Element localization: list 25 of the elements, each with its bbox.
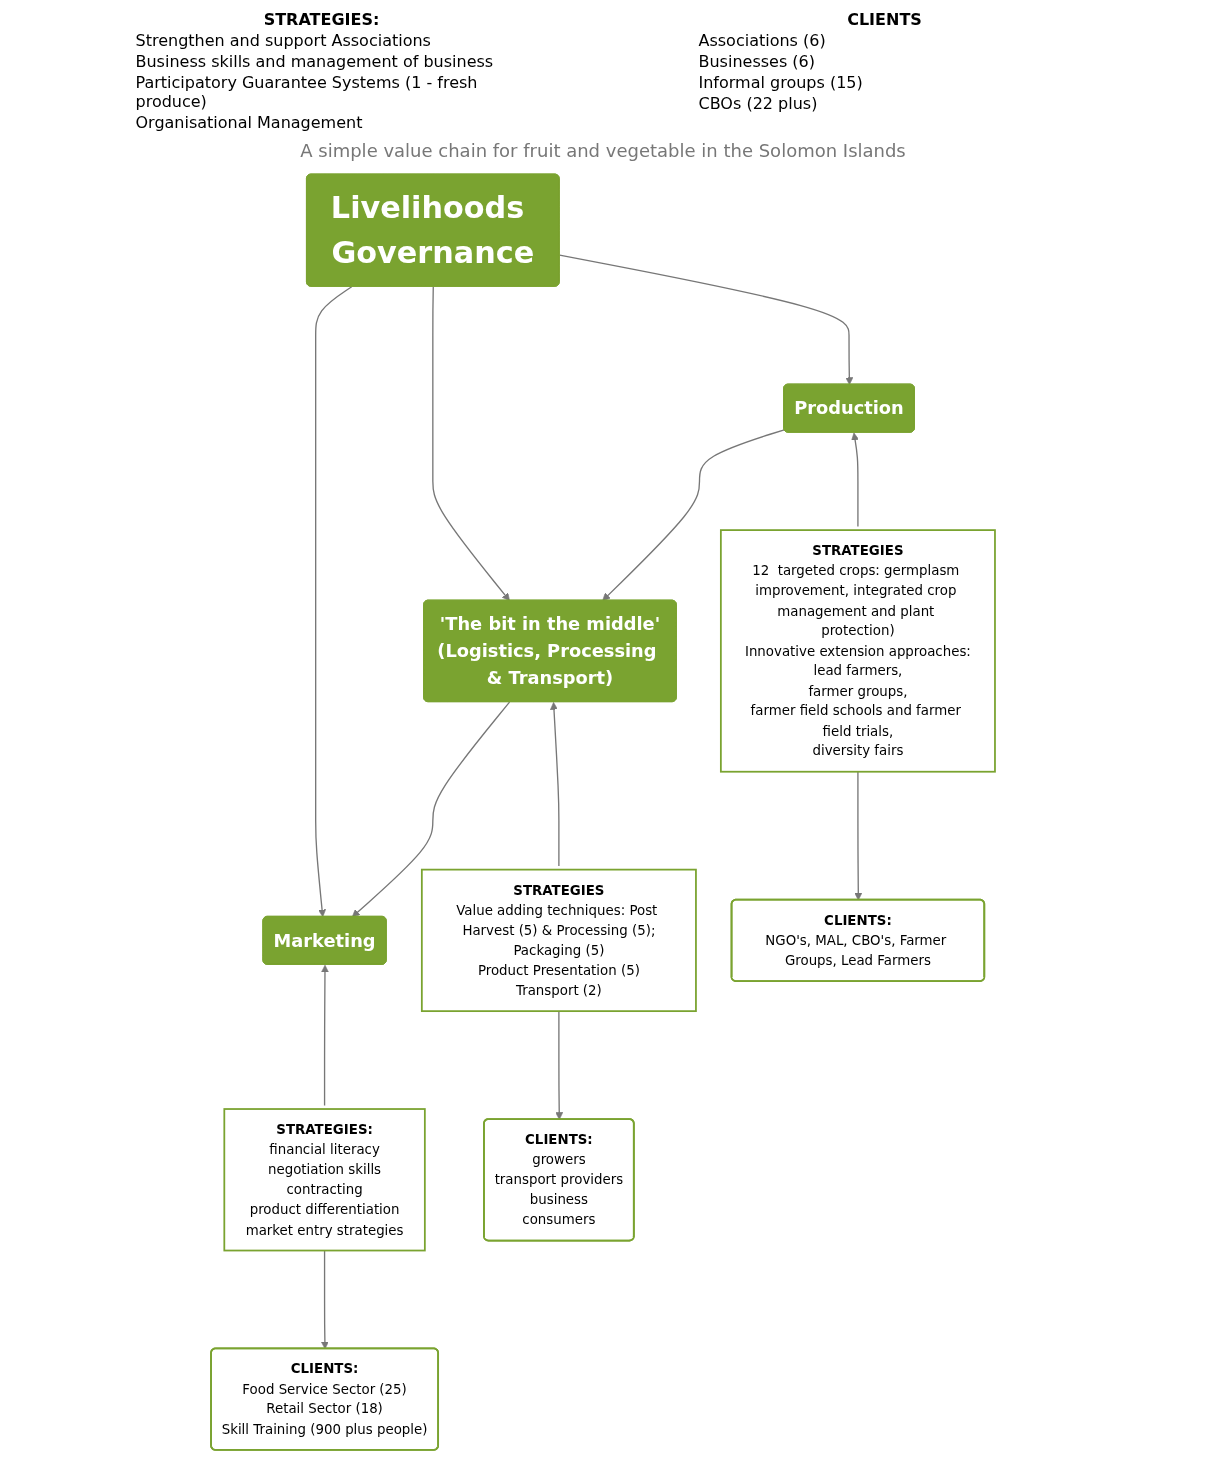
list-item: Associations (6) xyxy=(697,31,827,50)
arrow xyxy=(854,771,863,901)
arrow xyxy=(352,701,511,918)
list-item: Businesses (6) xyxy=(697,52,816,71)
list-item: Informal groups (15) xyxy=(697,73,864,92)
arrow xyxy=(602,429,785,601)
caption-text: A simple value chain for fruit and vegetable in the Solomon Islands xyxy=(300,140,906,161)
node-box: STRATEGIES: financial literacy negotiation skills contracting product differentiation market entry strategies xyxy=(223,1108,426,1252)
list-heading: CLIENTS xyxy=(846,10,923,29)
list-item: Organisational Management xyxy=(134,113,364,132)
list-item: Participatory Guarantee Systems (1 - fresh produce) xyxy=(134,73,479,111)
arrow xyxy=(550,702,560,867)
arrow xyxy=(851,432,859,528)
list-item: CBOs (22 plus) xyxy=(697,94,819,113)
arrow xyxy=(321,1249,329,1350)
arrow xyxy=(315,286,353,918)
list-item: Strengthen and support Associations xyxy=(134,31,432,50)
list-heading: STRATEGIES: xyxy=(262,10,381,29)
node-box: STRATEGIES Value adding techniques: Post Harvest (5) & Processing (5); Packaging (5) Product Presentation (5) Transport (2) xyxy=(420,868,697,1012)
arrow xyxy=(432,286,510,601)
node-box: STRATEGIES 12 targeted crops: germplasm improvement, integrated crop management and plant protection) Innovative extension approaches: lead farmers, farmer groups, farmer field schools and farmer field trials, diversity fairs xyxy=(719,529,996,773)
arrow xyxy=(321,964,329,1107)
list-item: Business skills and management of business xyxy=(134,52,495,71)
arrow xyxy=(555,1010,564,1120)
arrow xyxy=(559,254,854,385)
